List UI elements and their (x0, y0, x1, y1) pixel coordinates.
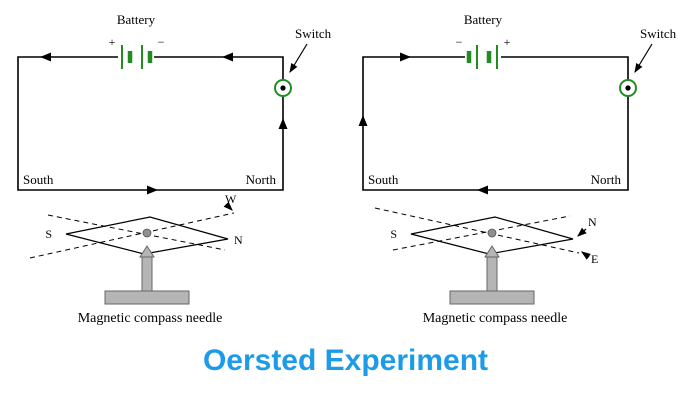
battery-terminal-right: + (504, 35, 511, 49)
switch-label: Switch (295, 26, 332, 41)
compass-s-label: S (45, 227, 52, 241)
deflection-pointer-arrow (581, 251, 591, 260)
stand-neck (486, 256, 498, 292)
deflection-pointer-arrow (223, 201, 233, 211)
current-arrow-top-right (222, 52, 233, 62)
compass-caption: Magnetic compass needle (78, 311, 223, 326)
current-arrow-left-up (358, 115, 368, 126)
switch-dot (625, 85, 631, 91)
battery-label: Battery (464, 12, 503, 27)
switch-label: Switch (640, 26, 677, 41)
switch-pointer-arrow (634, 43, 653, 74)
compass-deflection-label: E (591, 252, 598, 266)
current-arrow-top-right-dir (400, 52, 411, 62)
experiment-title: Oersted Experiment (202, 344, 489, 377)
compass-stand (104, 245, 190, 305)
south-label: South (368, 172, 399, 187)
circuit-loop (17, 52, 288, 195)
current-arrow-bottom-right (147, 185, 158, 195)
circuit-wire (362, 56, 629, 191)
battery: Battery − + (456, 12, 511, 69)
compass-deflection-label: W (225, 192, 237, 206)
battery-terminal-left: − (456, 35, 463, 49)
current-arrow-right-up (278, 118, 288, 129)
compass-caption: Magnetic compass needle (423, 311, 568, 326)
north-label: North (246, 172, 277, 187)
compass-s-label: S (390, 227, 397, 241)
switch-pointer-arrow (289, 43, 308, 74)
needle-dashed-line (392, 215, 571, 251)
stand-neck (141, 256, 153, 292)
compass-n-label: N (588, 215, 597, 229)
stand-base (104, 290, 190, 305)
battery-terminal-left: + (109, 35, 116, 49)
battery-terminal-right: − (158, 35, 165, 49)
compass-n-label: N (234, 233, 243, 247)
oersted-diagrams: Battery + − Switch South North S N W (17, 12, 677, 326)
right-circuit-diagram: Battery − + Switch South North S N E (358, 12, 677, 326)
current-arrow-top-left (40, 52, 51, 62)
n-pointer-arrow (577, 227, 587, 237)
switch: Switch (274, 26, 332, 97)
needle-dashed-line (47, 214, 226, 251)
needle-dashed-line (374, 207, 580, 254)
switch: Switch (619, 26, 677, 97)
compass-pivot-dot (487, 228, 497, 238)
current-arrow-bottom-left (477, 185, 488, 195)
south-label: South (23, 172, 54, 187)
compass-stand (449, 245, 535, 305)
left-circuit-diagram: Battery + − Switch South North S N W (17, 12, 332, 326)
battery: Battery + − (109, 12, 165, 69)
compass: S N W (29, 192, 243, 259)
needle-dashed-line (29, 212, 235, 259)
battery-label: Battery (117, 12, 156, 27)
compass: S N E (374, 207, 598, 266)
switch-dot (280, 85, 286, 91)
compass-pivot-dot (142, 228, 152, 238)
stand-base (449, 290, 535, 305)
north-label: North (591, 172, 622, 187)
circuit-loop (358, 52, 629, 195)
circuit-wire (17, 56, 284, 191)
